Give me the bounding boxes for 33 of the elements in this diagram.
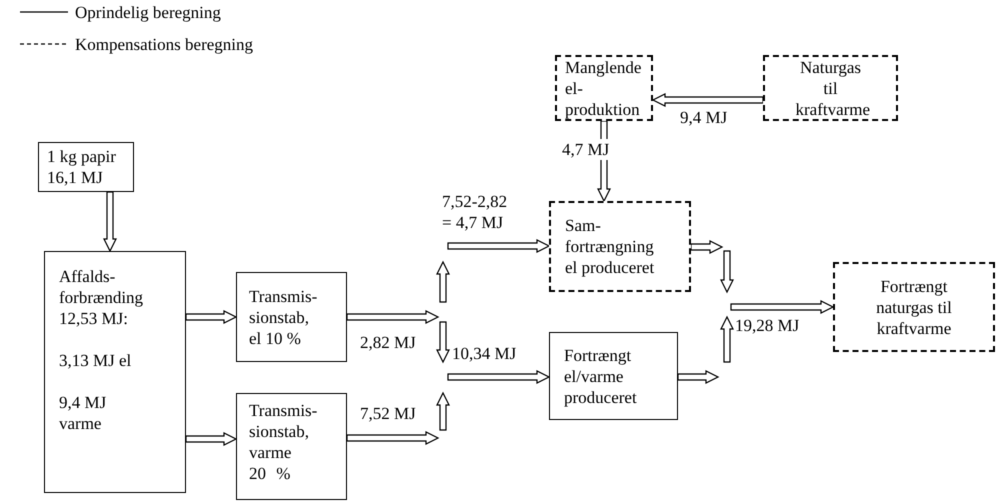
- legend-text: Oprindelig beregning: [75, 2, 221, 23]
- node-text: Sam- fortrængning el produceret: [565, 215, 656, 278]
- edge-label: 4,7 MJ: [562, 139, 610, 160]
- node-text: Affalds- forbrænding 12,53 MJ:: [59, 266, 144, 329]
- hollow-arrow: [677, 370, 720, 384]
- hollow-arrow: [730, 300, 834, 314]
- hollow-arrow: [346, 431, 440, 445]
- hollow-arrow: [185, 432, 238, 446]
- legend-text: Kompensations beregning: [75, 34, 253, 55]
- hollow-arrow: [652, 93, 764, 107]
- process-box: [38, 142, 134, 192]
- node-text: Manglende el- produktion: [565, 56, 642, 120]
- hollow-arrow: [185, 310, 238, 324]
- process-box: [44, 251, 186, 493]
- dashed-process-box: [833, 262, 995, 352]
- hollow-arrow: [447, 239, 550, 253]
- node-text: Fortrængt el/varme produceret: [564, 344, 638, 408]
- hollow-arrow: [103, 191, 117, 252]
- dashed-process-box: [549, 201, 691, 292]
- dashed-process-box: [555, 55, 653, 121]
- node-text: 1 kg papir 16,1 MJ: [47, 146, 117, 188]
- dashed-process-box: [763, 55, 898, 121]
- node-text: Transmis- sionstab, el 10 %: [249, 286, 318, 348]
- hollow-arrow: [346, 310, 440, 324]
- node-text: 9,4 MJ varme: [59, 392, 108, 434]
- node-text: Fortrængt naturgas til kraftvarme: [875, 276, 953, 338]
- process-box: [236, 272, 347, 362]
- hollow-arrow: [447, 370, 550, 384]
- process-box: [549, 332, 678, 420]
- hollow-arrow: [690, 240, 724, 254]
- node-text: 3,13 MJ el: [59, 350, 132, 371]
- node-text: Transmis- sionstab, varme 20 %: [249, 400, 317, 484]
- process-box: [236, 393, 347, 500]
